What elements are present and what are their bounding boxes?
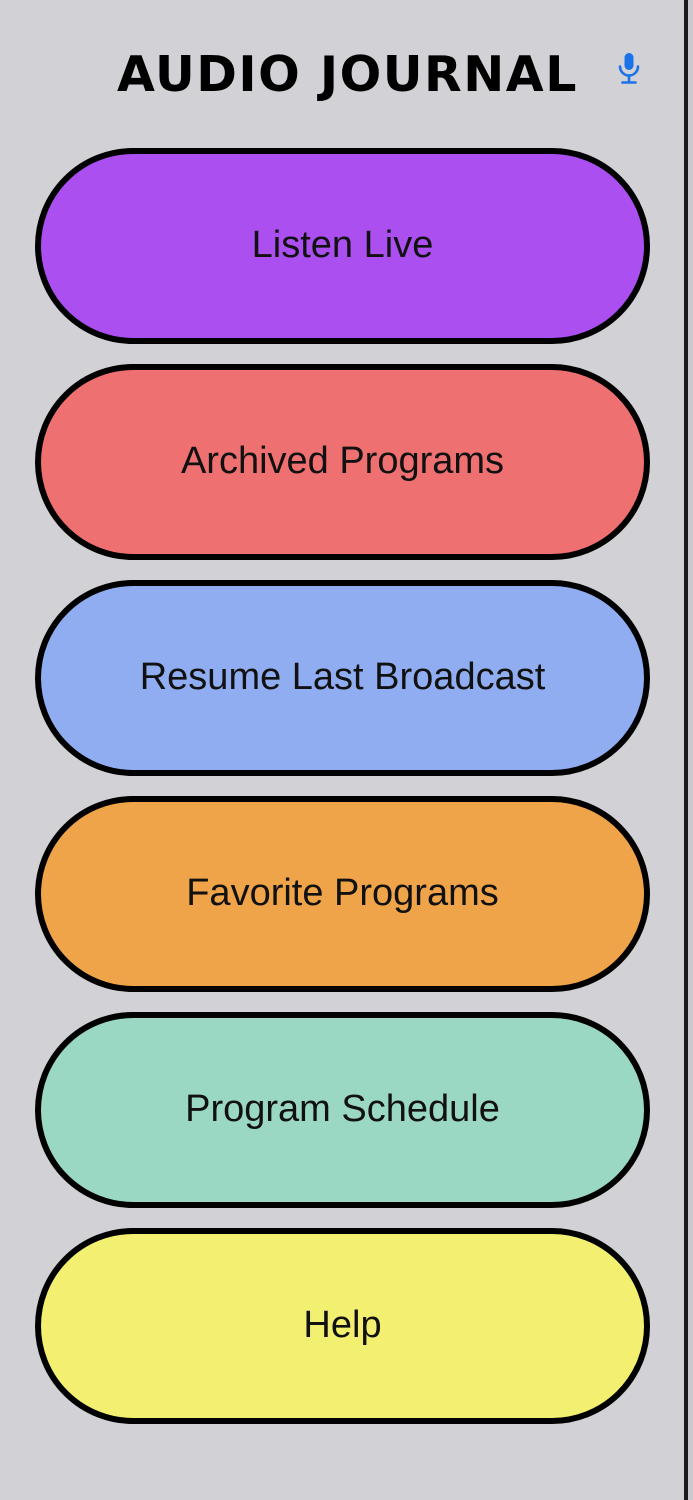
page-title: AUDIO JOURNAL [117, 45, 578, 103]
menu-button-listen-live[interactable]: Listen Live [35, 148, 650, 344]
menu-button-label: Listen Live [251, 224, 434, 267]
menu-button-label: Program Schedule [185, 1088, 500, 1131]
microphone-icon-glyph [618, 53, 640, 84]
menu-button-label: Resume Last Broadcast [139, 656, 546, 699]
menu-button-help[interactable]: Help [35, 1228, 650, 1424]
app-header: AUDIO JOURNAL [0, 0, 685, 148]
menu-button-label: Favorite Programs [186, 872, 499, 915]
microphone-icon[interactable] [609, 46, 649, 92]
menu-button-favorite-programs[interactable]: Favorite Programs [35, 796, 650, 992]
menu-button-label: Help [303, 1304, 382, 1347]
menu-button-archived-programs[interactable]: Archived Programs [35, 364, 650, 560]
window-right-border [684, 0, 688, 1500]
window-right-gutter [688, 0, 693, 1500]
menu-button-program-schedule[interactable]: Program Schedule [35, 1012, 650, 1208]
menu-button-label: Archived Programs [180, 440, 505, 483]
menu-button-resume-last-broadcast[interactable]: Resume Last Broadcast [35, 580, 650, 776]
